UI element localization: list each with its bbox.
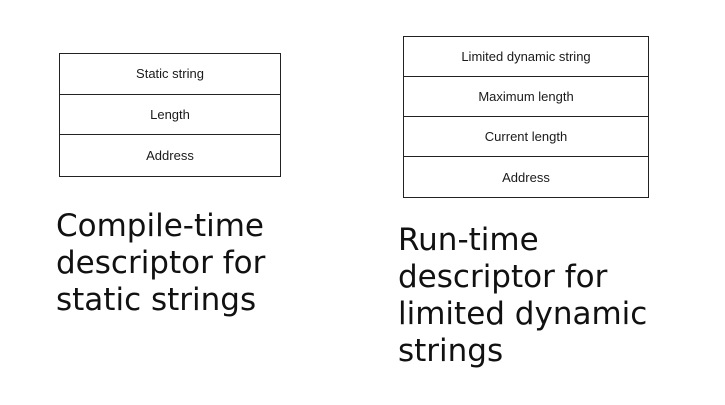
- run-time-descriptor-box: Limited dynamic string Maximum length Cu…: [403, 36, 649, 198]
- descriptor-field-address: Address: [502, 169, 550, 185]
- descriptor-field-length: Length: [60, 95, 280, 136]
- caption-line: Compile-time: [56, 208, 265, 244]
- caption-line: Run-time: [398, 222, 539, 258]
- descriptor-field-maximum-length: Maximum length: [404, 77, 648, 117]
- compile-time-descriptor-box: Static string Length Address: [59, 53, 281, 177]
- descriptor-field-limited-dynamic-string: Limited dynamic string: [404, 37, 648, 77]
- run-time-descriptor-caption: Run-time descriptor for limited dynamic …: [398, 222, 647, 370]
- caption-line: descriptor for: [56, 245, 266, 281]
- compile-time-descriptor-caption: Compile-time descriptor for static strin…: [56, 208, 265, 319]
- caption-line: strings: [398, 333, 504, 369]
- caption-line: limited dynamic: [398, 296, 648, 332]
- descriptor-field-address: Address: [146, 148, 194, 164]
- caption-line: static strings: [56, 282, 257, 318]
- descriptor-field-current-length: Current length: [404, 117, 648, 157]
- caption-line: descriptor for: [398, 259, 608, 295]
- descriptor-field-static-string: Static string: [60, 54, 280, 95]
